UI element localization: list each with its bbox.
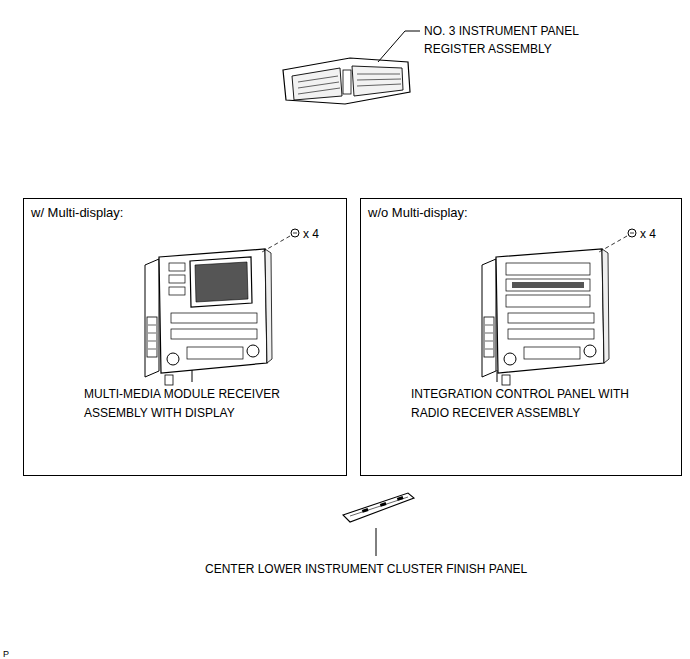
register-illustration — [283, 58, 410, 104]
variant-heading: w/ Multi-display: — [31, 203, 123, 222]
screw-icon — [262, 229, 299, 252]
leader-line — [376, 528, 377, 556]
screw-icon — [599, 229, 636, 252]
quantity-note: x 4 — [303, 225, 319, 244]
finish-panel-illustration — [343, 493, 414, 522]
quantity-note: x 4 — [640, 225, 656, 244]
leader-line — [192, 370, 193, 382]
head-unit-illustration — [482, 249, 609, 385]
leader-line — [378, 31, 420, 62]
variant-heading: w/o Multi-display: — [368, 203, 468, 222]
head-unit-illustration — [145, 249, 272, 385]
part-name: MULTI-MEDIA MODULE RECEIVER ASSEMBLY WIT… — [84, 385, 316, 423]
part-name: CENTER LOWER INSTRUMENT CLUSTER FINISH P… — [205, 560, 527, 578]
page-mark: P — [3, 645, 9, 659]
part-name: NO. 3 INSTRUMENT PANEL REGISTER ASSEMBLY — [424, 22, 624, 58]
variant-box: w/ Multi-display: x 4 MULTI-MEDIA MODULE R… — [23, 198, 347, 476]
part-name: INTEGRATION CONTROL PANEL WITH RADIO REC… — [411, 385, 643, 423]
variant-box: w/o Multi-display: x 4 INTEGRATION CONTROL… — [360, 198, 682, 476]
leader-line — [497, 370, 498, 382]
